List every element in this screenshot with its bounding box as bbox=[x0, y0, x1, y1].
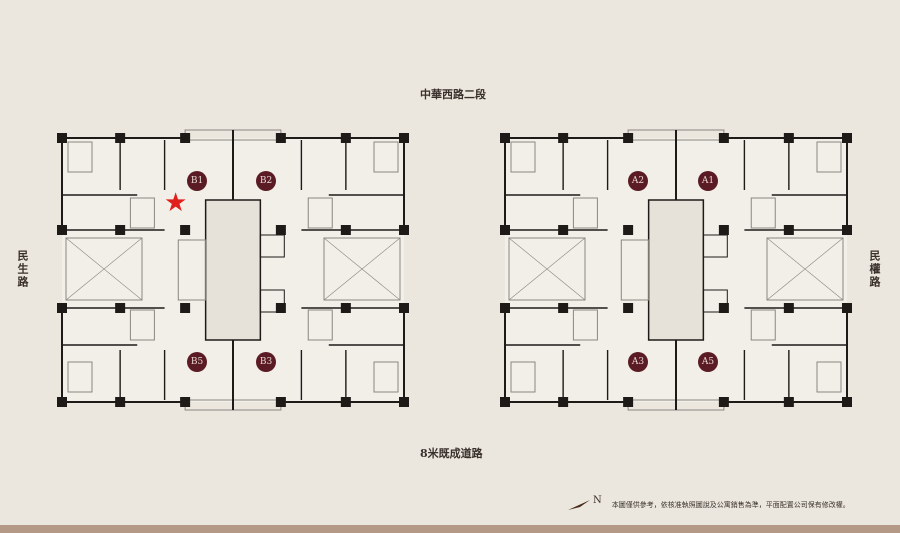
right-building-column bbox=[558, 397, 569, 407]
left-building-stair bbox=[177, 239, 207, 301]
right-building-bathroom bbox=[510, 141, 536, 173]
left-building-column bbox=[340, 225, 351, 235]
left-building-column bbox=[275, 397, 286, 407]
right-building-column bbox=[783, 303, 794, 313]
right-building-bathroom bbox=[816, 361, 842, 393]
road-label-bottom: 8米既成道路 bbox=[420, 447, 483, 460]
right-building-column bbox=[500, 133, 510, 143]
right-building-bathroom bbox=[572, 197, 598, 229]
right-building-column bbox=[623, 397, 634, 407]
north-arrow-icon: N bbox=[568, 495, 602, 511]
right-building-bathroom bbox=[750, 197, 776, 229]
left-building-column bbox=[180, 397, 191, 407]
left-building-column bbox=[399, 225, 409, 235]
left-building-column bbox=[340, 303, 351, 313]
left-building-column bbox=[115, 133, 126, 143]
right-building-column bbox=[842, 397, 852, 407]
left-building-core bbox=[204, 199, 262, 341]
footnote: N 本圖僅供參考，依核准執照圖說及公寓銷售為準，平面配置公司保有修改權。 bbox=[568, 495, 850, 511]
left-building-column bbox=[340, 133, 351, 143]
unit-badge-a3[interactable]: A3 bbox=[628, 352, 648, 372]
unit-badge-b5[interactable]: B5 bbox=[187, 352, 207, 372]
left-building-column bbox=[275, 303, 286, 313]
left-building-column bbox=[399, 397, 409, 407]
left-building-column bbox=[57, 225, 67, 235]
left-building-void bbox=[65, 237, 143, 301]
right-building-column bbox=[842, 303, 852, 313]
left-building-bathroom bbox=[373, 141, 399, 173]
left-building-elevator bbox=[259, 234, 285, 258]
right-building-bathroom bbox=[816, 141, 842, 173]
left-building-void-x bbox=[323, 237, 401, 301]
right-building-column bbox=[500, 397, 510, 407]
left-building-column bbox=[275, 225, 286, 235]
right-building-column bbox=[500, 303, 510, 313]
right-building-column bbox=[842, 225, 852, 235]
right-building-stair bbox=[620, 239, 650, 301]
right-building-column bbox=[718, 397, 729, 407]
right-building-bathroom bbox=[572, 309, 598, 341]
left-building-void-x bbox=[65, 237, 143, 301]
left-building-column bbox=[115, 397, 126, 407]
unit-badge-a1[interactable]: A1 bbox=[698, 171, 718, 191]
unit-badge-b1[interactable]: B1 bbox=[187, 171, 207, 191]
right-building-void-x bbox=[766, 237, 844, 301]
right-building-column bbox=[783, 225, 794, 235]
left-building-column bbox=[340, 397, 351, 407]
road-label-top: 中華西路二段 bbox=[420, 88, 486, 101]
right-building-column bbox=[718, 133, 729, 143]
left-building-column bbox=[275, 133, 286, 143]
right-building-elevator bbox=[702, 289, 728, 313]
left-building-bathroom bbox=[129, 197, 155, 229]
right-building-void-x bbox=[508, 237, 586, 301]
right-building-column bbox=[718, 303, 729, 313]
left-building-column bbox=[399, 303, 409, 313]
right-building-column bbox=[558, 303, 569, 313]
road-label-right: 民權路 bbox=[868, 250, 881, 289]
page-edge bbox=[0, 525, 900, 533]
road-label-left: 民生路 bbox=[16, 250, 29, 289]
right-building-elevator bbox=[702, 234, 728, 258]
left-building-column bbox=[115, 303, 126, 313]
north-label: N bbox=[593, 495, 602, 506]
left-building-bathroom bbox=[307, 309, 333, 341]
right-building-void bbox=[508, 237, 586, 301]
left-building-column bbox=[399, 133, 409, 143]
right-building-column bbox=[623, 303, 634, 313]
right-building-column bbox=[783, 397, 794, 407]
right-building-void bbox=[766, 237, 844, 301]
unit-badge-b3[interactable]: B3 bbox=[256, 352, 276, 372]
right-building-core bbox=[647, 199, 705, 341]
left-building-column bbox=[180, 225, 191, 235]
left-building-column bbox=[57, 397, 67, 407]
right-building-column bbox=[783, 133, 794, 143]
right-building-column bbox=[718, 225, 729, 235]
right-building-column bbox=[558, 225, 569, 235]
right-building-column bbox=[558, 133, 569, 143]
left-building-elevator bbox=[259, 289, 285, 313]
unit-badge-a2[interactable]: A2 bbox=[628, 171, 648, 191]
selected-unit-star-icon: ★ bbox=[164, 188, 188, 218]
left-building-column bbox=[115, 225, 126, 235]
left-building-void bbox=[323, 237, 401, 301]
right-building-bathroom bbox=[750, 309, 776, 341]
right-building-column bbox=[500, 225, 510, 235]
unit-badge-a5[interactable]: A5 bbox=[698, 352, 718, 372]
left-building-column bbox=[180, 303, 191, 313]
footnote-text: 本圖僅供參考，依核准執照圖說及公寓銷售為準，平面配置公司保有修改權。 bbox=[611, 501, 850, 509]
right-building-bathroom bbox=[510, 361, 536, 393]
unit-badge-b2[interactable]: B2 bbox=[256, 171, 276, 191]
left-building-bathroom bbox=[307, 197, 333, 229]
left-building-column bbox=[180, 133, 191, 143]
right-building-column bbox=[623, 133, 634, 143]
left-building-column bbox=[57, 303, 67, 313]
right-building-column bbox=[623, 225, 634, 235]
left-building-bathroom bbox=[67, 361, 93, 393]
left-building-bathroom bbox=[373, 361, 399, 393]
left-building-bathroom bbox=[129, 309, 155, 341]
left-building-column bbox=[57, 133, 67, 143]
right-building-column bbox=[842, 133, 852, 143]
left-building-bathroom bbox=[67, 141, 93, 173]
